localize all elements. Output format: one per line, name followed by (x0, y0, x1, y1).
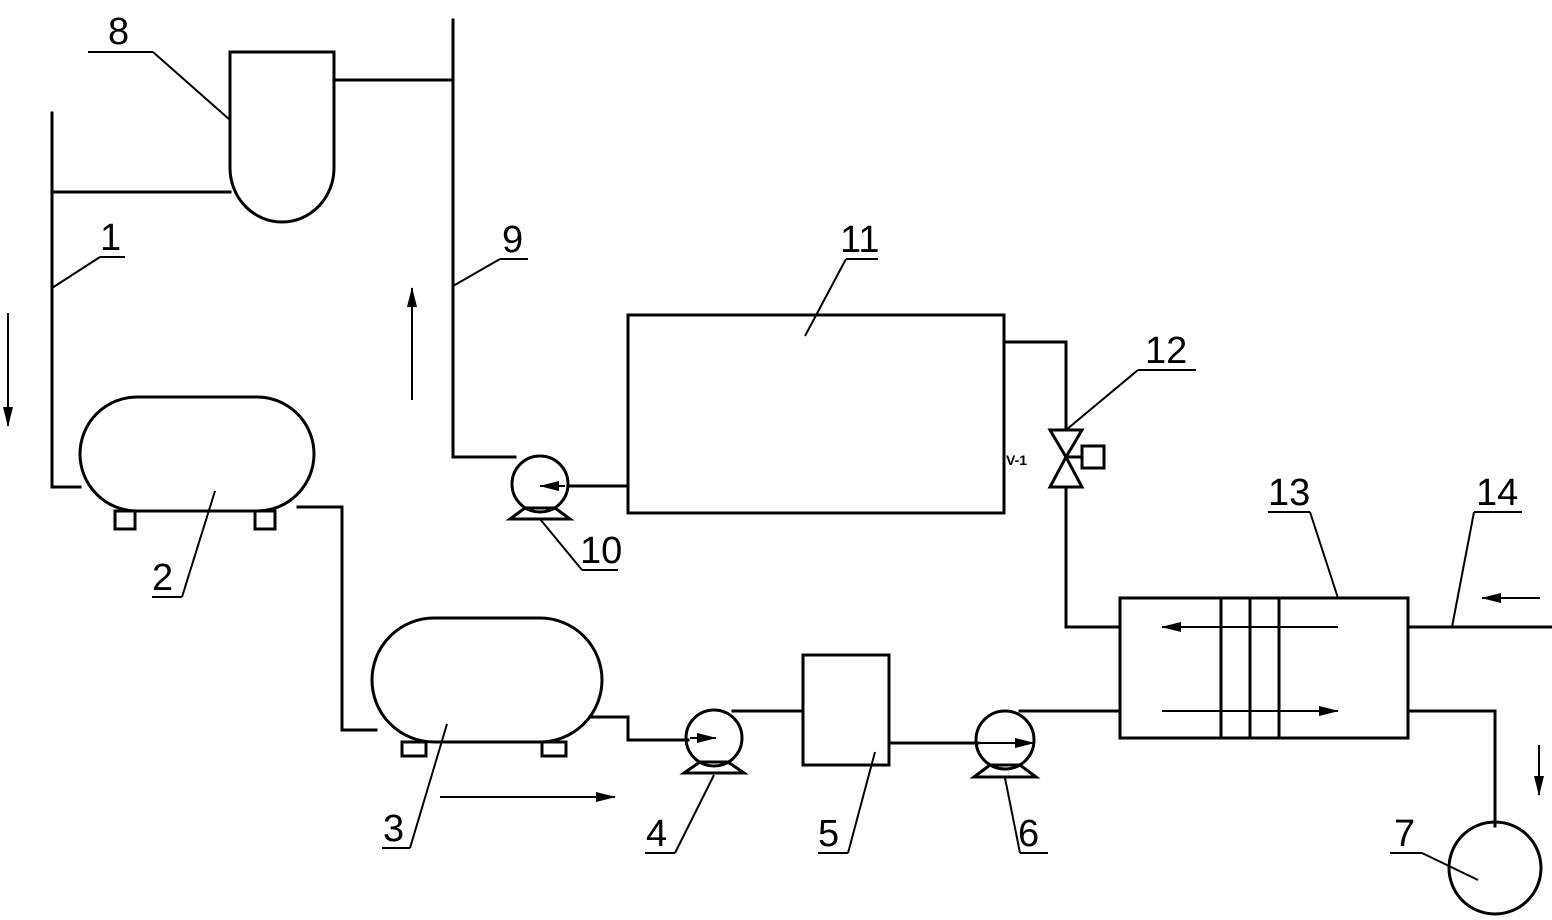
leader-14 (1451, 511, 1475, 628)
label-13: 13 (1268, 472, 1310, 514)
label-6: 6 (1018, 813, 1039, 855)
label-2: 2 (152, 557, 173, 599)
label-4: 4 (646, 813, 667, 855)
label-9: 9 (502, 219, 523, 261)
pipe-9 (451, 18, 517, 459)
label-7: 7 (1394, 813, 1415, 855)
label-5: 5 (818, 813, 839, 855)
label-14: 14 (1476, 472, 1518, 514)
leader-3 (409, 723, 448, 849)
leader-7 (1421, 852, 1479, 881)
unit-5 (801, 653, 891, 767)
pipe-13-to-7 (1406, 709, 1497, 828)
pump-10 (505, 454, 575, 521)
leader-12 (1065, 369, 1139, 431)
leader-2 (181, 490, 216, 598)
pipe-13-to-12 (1064, 485, 1122, 629)
pump-6 (969, 709, 1041, 779)
leader-5 (847, 751, 876, 854)
leader-6 (1004, 777, 1021, 854)
pipe-3-to-4 (588, 715, 690, 742)
pipe-12-to-11 (1002, 340, 1068, 432)
leader-10 (539, 518, 583, 571)
pipe-1 (50, 111, 232, 489)
label-12: 12 (1145, 330, 1187, 372)
valve-12 (1047, 428, 1106, 489)
label-10: 10 (580, 530, 622, 572)
tank-2 (78, 395, 316, 531)
leader-9 (452, 258, 501, 287)
vessel-8 (228, 50, 336, 224)
leader-8 (152, 51, 231, 121)
heat-exchanger-13 (1118, 596, 1410, 740)
valve-tag: V-1 (1006, 452, 1027, 468)
label-11: 11 (840, 219, 879, 261)
tank-3 (370, 616, 604, 758)
pump-4 (679, 708, 749, 775)
label-3: 3 (383, 808, 404, 850)
leader-4 (674, 774, 715, 854)
leader-1 (51, 256, 101, 289)
label-8: 8 (108, 11, 129, 53)
leader-13 (1309, 511, 1339, 599)
pipe-2-to-3 (296, 505, 378, 732)
unit-11 (626, 313, 1006, 515)
label-1: 1 (100, 217, 121, 259)
leader-11 (804, 258, 847, 337)
vessel-7 (1447, 820, 1543, 916)
